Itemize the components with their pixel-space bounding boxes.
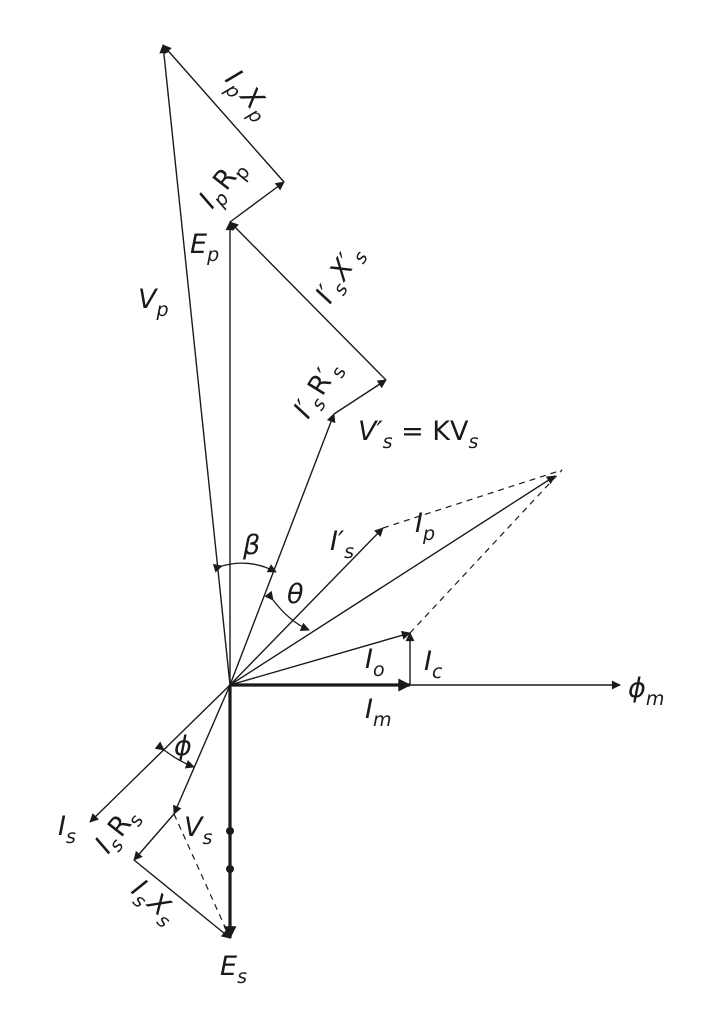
label-ip-current: Ip	[415, 508, 435, 545]
label-ip-xp: IpXp	[215, 64, 278, 128]
ip-current-vector	[229, 475, 556, 686]
beta-arc	[212, 562, 277, 573]
phi-arc	[154, 741, 195, 769]
isx-prime-drop	[229, 221, 387, 381]
theta-arc	[264, 590, 310, 632]
svg-text:I′sX′s: I′sX′s	[310, 240, 373, 311]
dashed-io-to-ip	[409, 469, 563, 634]
isr-prime-drop	[333, 379, 387, 415]
es-dot-upper	[226, 827, 234, 835]
ip-xp-drop	[162, 44, 285, 183]
label-io: Io	[365, 644, 385, 681]
label-is-prime: I′s	[330, 526, 354, 563]
label-isx-prime: I′sX′s	[310, 240, 373, 311]
label-is-current: Is	[58, 811, 76, 848]
vp-vector	[159, 44, 231, 686]
label-es: Es	[220, 951, 247, 988]
label-isr-prime: I′sR′s	[288, 355, 351, 426]
label-theta: θ	[287, 579, 304, 610]
isxs-drop	[133, 859, 231, 939]
svg-text:IpXp: IpXp	[215, 64, 278, 128]
ip-rp-drop	[229, 181, 285, 223]
label-vs: Vs	[184, 812, 212, 849]
isrs-drop	[133, 813, 175, 861]
label-isxs: IsXs	[122, 874, 183, 933]
svg-text:I′sR′s: I′sR′s	[288, 355, 351, 426]
dashed-is-to-ip	[382, 469, 563, 529]
label-ip-rp: IpRp	[193, 153, 255, 218]
svg-text:IsXs: IsXs	[122, 874, 183, 933]
dashed-vs-to-es	[173, 813, 231, 939]
label-im: Im	[365, 694, 391, 731]
svg-text:IsRs: IsRs	[89, 801, 148, 862]
label-phi: ϕ	[174, 731, 192, 762]
vs-prime-vector	[229, 413, 336, 686]
label-vp: Vp	[138, 284, 169, 321]
es-dot-lower	[226, 865, 234, 873]
is-current-vector	[89, 684, 231, 823]
label-isrs: IsRs	[89, 801, 148, 862]
label-beta: β	[242, 530, 260, 561]
label-ic: Ic	[424, 646, 443, 683]
io-vector	[229, 630, 411, 686]
vs-vector	[173, 684, 231, 815]
svg-text:IpRp: IpRp	[193, 153, 255, 218]
label-vs-prime-eq: V′s = KVs	[358, 416, 478, 453]
label-ep: Ep	[190, 229, 219, 266]
label-phi-m: ϕm	[628, 673, 664, 710]
